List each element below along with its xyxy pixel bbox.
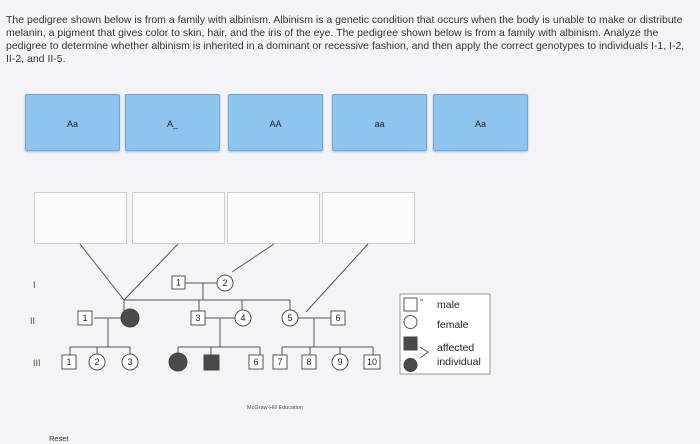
individual-III-2: 2 <box>88 353 106 371</box>
generation-label-III: III <box>33 358 41 368</box>
svg-text:3: 3 <box>195 313 200 323</box>
svg-text:10: 10 <box>367 357 377 367</box>
drop-target-2[interactable] <box>132 192 225 244</box>
credit-text: McGraw-Hill Education <box>247 405 303 411</box>
svg-text:1: 1 <box>176 278 181 288</box>
individual-III-4 <box>168 352 188 372</box>
legend-male-symbol <box>403 297 418 312</box>
legend-male-label: male <box>437 299 460 311</box>
svg-text:5: 5 <box>287 313 292 323</box>
individual-I-1: 1 <box>171 275 186 290</box>
individual-III-8: 8 <box>301 354 317 370</box>
legend-female-symbol <box>403 315 418 329</box>
question-prompt: The pedigree shown below is from a famil… <box>6 14 685 65</box>
drop-target-4[interactable] <box>322 192 415 244</box>
individual-II-4: 4 <box>234 309 252 327</box>
generation-label-I: I <box>33 280 36 290</box>
individual-II-3: 3 <box>190 310 206 326</box>
legend-bracket <box>419 346 429 359</box>
reset-button[interactable]: Reset <box>49 434 69 443</box>
legend-female-label: female <box>437 319 469 331</box>
genotype-chip-3[interactable]: AA <box>228 94 323 151</box>
drop-target-3[interactable] <box>227 192 320 244</box>
genotype-chip-2[interactable]: A_ <box>125 94 220 151</box>
svg-text:6: 6 <box>335 313 340 323</box>
individual-III-5 <box>203 354 220 371</box>
legend-affected-female-symbol <box>403 358 418 372</box>
individual-II-5: 5 <box>281 309 299 327</box>
connector-lines <box>69 243 374 356</box>
genotype-chip-1[interactable]: Aa <box>25 94 120 151</box>
individual-III-1: 1 <box>61 354 77 370</box>
individual-III-7: 7 <box>272 354 288 370</box>
svg-text:1: 1 <box>66 357 71 367</box>
genotype-chip-5[interactable]: Aa <box>433 94 528 151</box>
individual-II-1: 1 <box>77 310 93 326</box>
drop-target-1[interactable] <box>34 192 127 244</box>
individual-III-10: 10 <box>363 354 381 370</box>
legend-individual-label: individual <box>437 356 481 368</box>
genotype-chip-4[interactable]: aa <box>332 94 427 151</box>
individual-III-6: 6 <box>248 354 264 370</box>
generation-label-II: II <box>30 316 35 326</box>
svg-text:2: 2 <box>94 357 99 367</box>
individual-II-6: 6 <box>330 310 346 326</box>
svg-text:4: 4 <box>240 313 245 323</box>
individual-III-3: 3 <box>121 353 139 371</box>
svg-text:3: 3 <box>127 357 132 367</box>
svg-text:8: 8 <box>306 357 311 367</box>
legend-affected-label: affected <box>437 342 474 354</box>
legend-affected-male-symbol <box>403 336 418 351</box>
svg-text:9: 9 <box>337 357 342 367</box>
individual-II-2 <box>120 308 140 328</box>
individual-III-9: 9 <box>331 353 349 371</box>
individual-I-2: 2 <box>216 274 234 292</box>
svg-text:2: 2 <box>222 278 227 288</box>
legend: male female affected individual <box>399 293 491 375</box>
svg-text:1: 1 <box>82 313 87 323</box>
svg-text:6: 6 <box>253 357 258 367</box>
svg-text:7: 7 <box>277 357 282 367</box>
